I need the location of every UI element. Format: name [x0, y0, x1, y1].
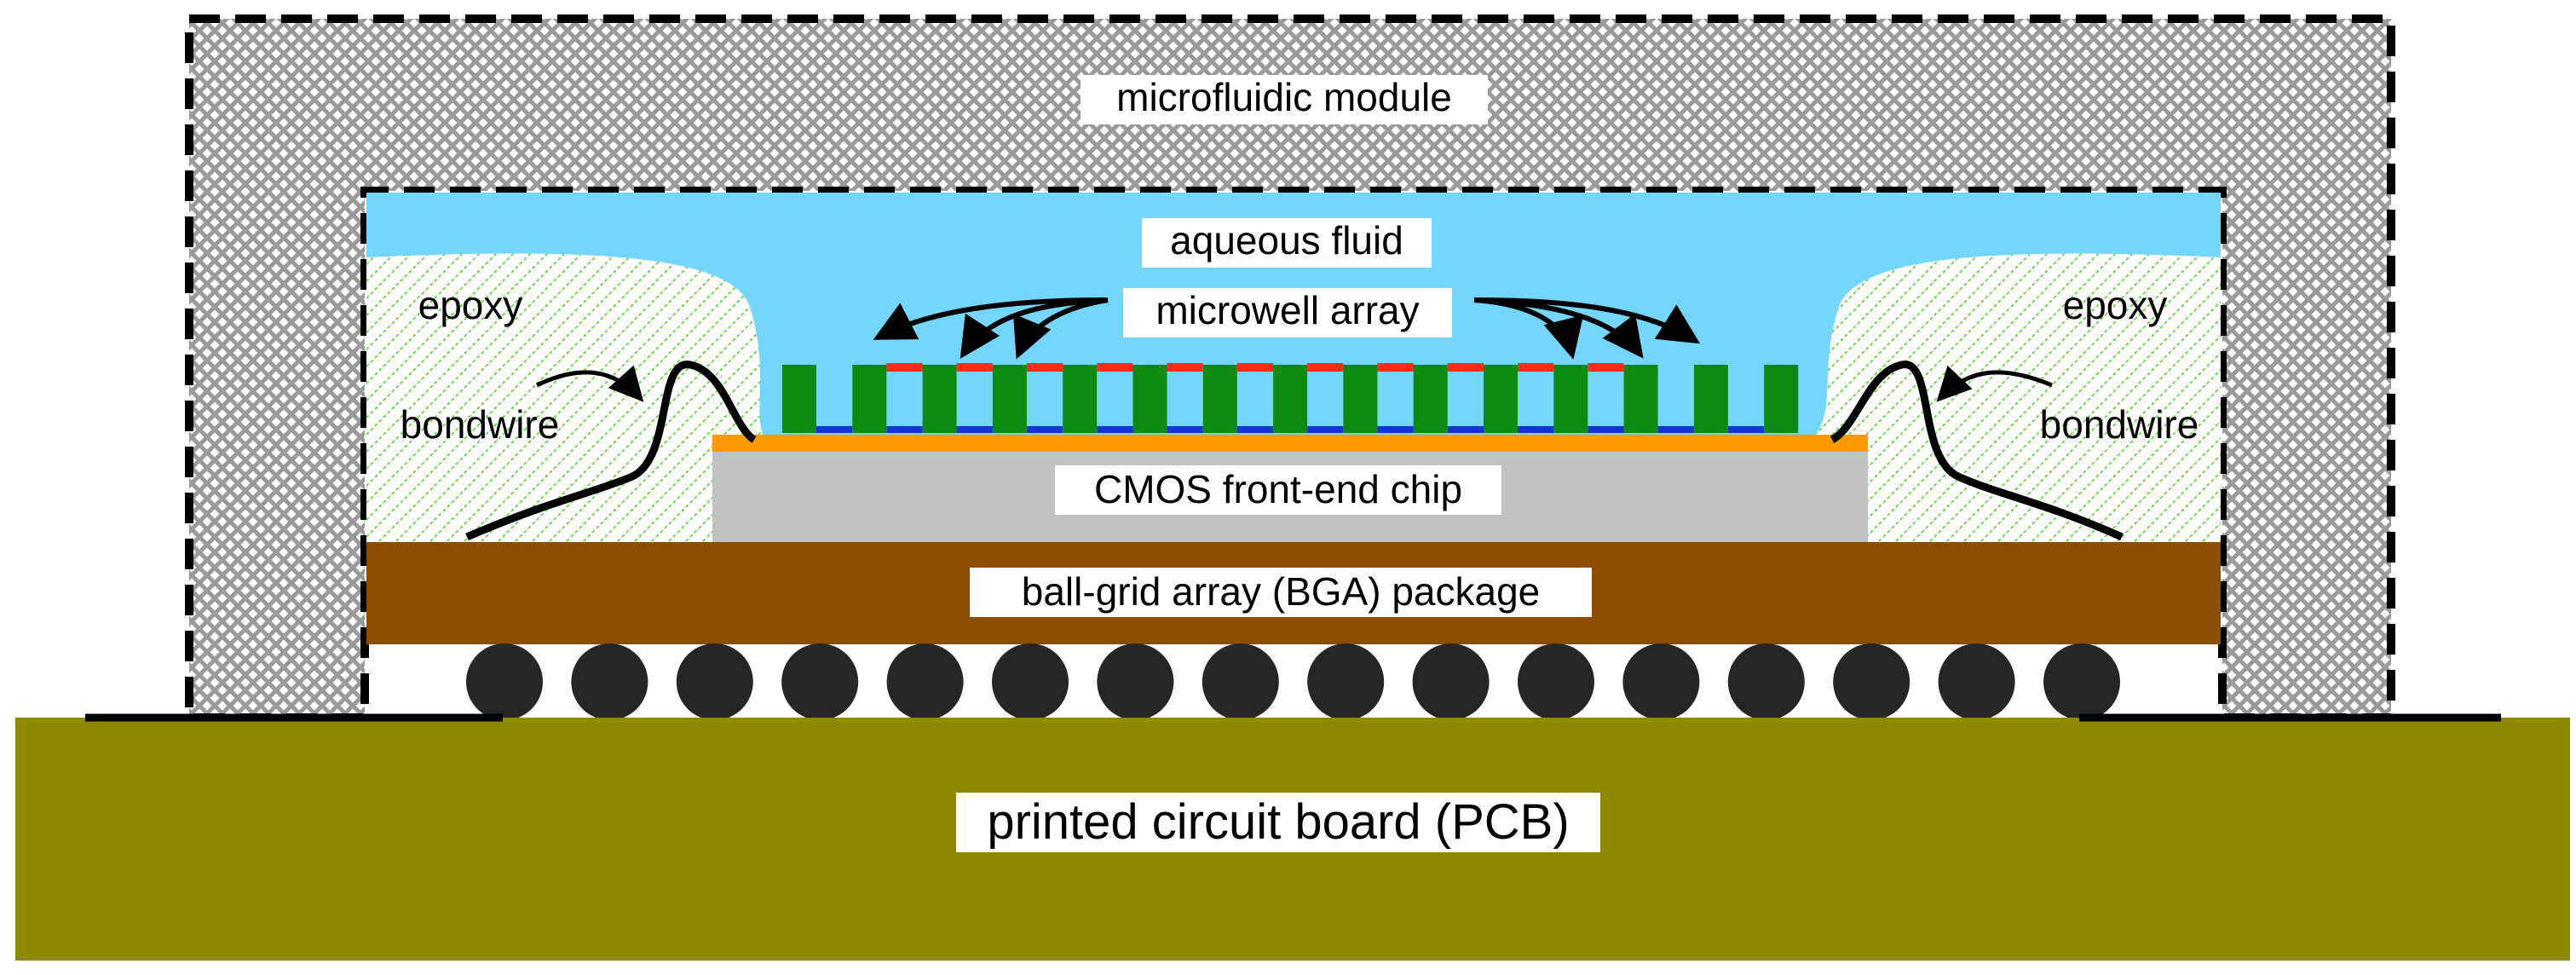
bga-package-label: ball-grid array (BGA) package: [1022, 569, 1540, 614]
solder-ball: [1938, 643, 2015, 720]
microwell-arrows: [873, 297, 1701, 360]
electrode-bottom: [1236, 426, 1274, 433]
electrode-bottom: [956, 426, 993, 433]
pcb-label-bg: [956, 793, 1600, 852]
solder-ball: [1833, 643, 1910, 720]
electrode-bottom: [1727, 426, 1765, 433]
bondwire-left-arrow: [535, 365, 644, 402]
bondwire-left: [465, 361, 757, 541]
microwell-pillar: [1063, 365, 1098, 433]
solder-ball: [1518, 643, 1594, 720]
microwell-pillar: [1413, 365, 1448, 433]
microwell-array: [782, 363, 1799, 433]
electrode-bottom: [886, 426, 923, 433]
bondwire-right: [1830, 361, 2124, 541]
epoxy-right-region: [1807, 253, 2221, 542]
bondwire-right-label: bondwire: [2040, 402, 2199, 447]
electrode-top: [1236, 363, 1274, 372]
microwell-pillar: [1553, 365, 1588, 433]
aqueous-fluid-label: aqueous fluid: [1170, 218, 1403, 262]
solder-ball: [1202, 643, 1279, 720]
solder-ball: [571, 643, 648, 720]
epoxy-left-label: epoxy: [418, 283, 523, 327]
solder-ball: [676, 643, 753, 720]
electrode-bottom: [816, 426, 853, 433]
bondwire-left-label: bondwire: [401, 402, 560, 447]
electrode-bottom: [1307, 426, 1344, 433]
electrode-bottom: [1377, 426, 1414, 433]
solder-ball: [1727, 643, 1805, 720]
electrode-bottom: [1447, 426, 1484, 433]
epoxy-left-region: [366, 253, 767, 542]
solder-ball: [1412, 643, 1490, 720]
solder-ball: [1307, 643, 1385, 720]
cmos-label-bg: [1055, 465, 1501, 515]
microwell-pillar: [1484, 365, 1518, 433]
electrode-top: [1447, 363, 1484, 372]
epoxy-right-label: epoxy: [2063, 283, 2168, 327]
electrode-top: [1518, 363, 1554, 372]
electrode-top: [1307, 363, 1344, 372]
microwell-pillar: [1623, 365, 1658, 433]
electrode-top: [1588, 363, 1624, 372]
solder-ball: [1097, 643, 1174, 720]
microwell-pillar: [922, 365, 957, 433]
electrode-bottom: [1167, 426, 1203, 433]
electrode-top: [956, 363, 993, 372]
solder-ball: [886, 643, 964, 720]
chip-top-layer: [712, 435, 1868, 452]
module-label-bg: [1081, 75, 1488, 124]
aqueous-label-bg: [1142, 218, 1432, 268]
solder-ball: [992, 643, 1069, 720]
electrode-top: [1097, 363, 1133, 372]
microwell-pillar: [1693, 365, 1728, 433]
electrode-bottom: [1518, 426, 1554, 433]
pcb-label: printed circuit board (PCB): [987, 794, 1569, 850]
solder-ball-row: [466, 643, 2120, 720]
microwell-pillar: [992, 365, 1027, 433]
microwell-array-label: microwell array: [1155, 288, 1419, 332]
electrode-bottom: [1026, 426, 1063, 433]
electrode-bottom: [1657, 426, 1694, 433]
solder-ball: [1622, 643, 1700, 720]
bondwire-right-arrow: [1936, 365, 2053, 402]
solder-ball: [781, 643, 859, 720]
bga-label-bg: [970, 568, 1592, 617]
microfluidic-module-label: microfluidic module: [1116, 75, 1452, 119]
microwell-pillar: [1343, 365, 1378, 433]
electrode-bottom: [1588, 426, 1624, 433]
solder-ball: [2043, 643, 2120, 720]
microwell-pillar: [1764, 365, 1799, 433]
electrode-bottom: [1097, 426, 1133, 433]
microwell-pillar: [782, 365, 816, 433]
cmos-chip-label: CMOS front-end chip: [1094, 467, 1462, 511]
electrode-top: [1377, 363, 1414, 372]
electrode-top: [1026, 363, 1063, 372]
microwell-label-bg: [1123, 288, 1452, 338]
microwell-pillar: [852, 365, 887, 433]
electrode-top: [1167, 363, 1203, 372]
microwell-pillar: [1273, 365, 1308, 433]
electrode-top: [886, 363, 923, 372]
microwell-pillar: [1132, 365, 1167, 433]
microwell-pillar: [1202, 365, 1237, 433]
solder-ball: [466, 643, 543, 720]
